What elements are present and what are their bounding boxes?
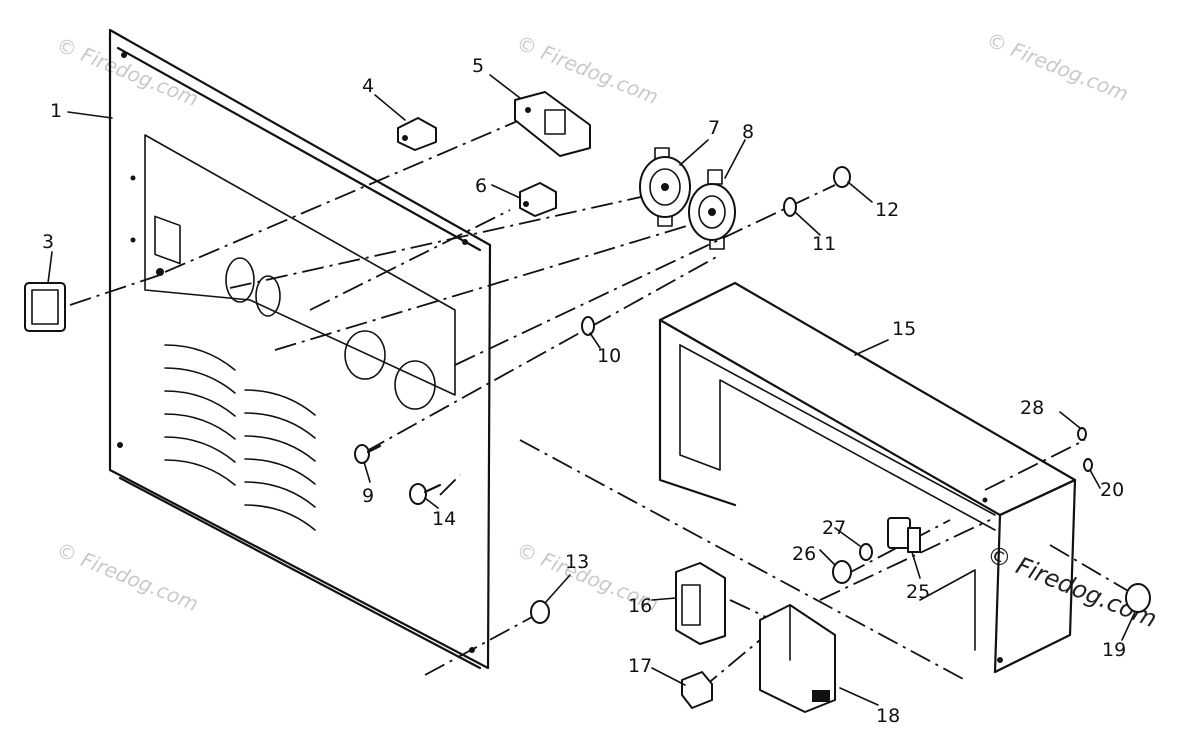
part-label-19: 19 — [1102, 639, 1126, 661]
part-label-10: 10 — [597, 345, 621, 367]
part-label-27: 27 — [822, 517, 846, 539]
part-label-11: 11 — [812, 233, 836, 255]
part-label-16: 16 — [628, 595, 652, 617]
part-27-washer — [859, 543, 873, 561]
housing-box — [658, 281, 1077, 674]
part-16-bracket — [675, 562, 726, 645]
part-label-15: 15 — [892, 318, 916, 340]
part-6-breaker — [519, 182, 557, 217]
part-25-terminal — [887, 517, 921, 553]
assembly-lines — [69, 119, 1136, 691]
part-7-outlet — [639, 147, 691, 227]
part-3-switch — [24, 282, 66, 332]
part-label-28: 28 — [1020, 397, 1044, 419]
part-label-13: 13 — [565, 551, 589, 573]
part-label-9: 9 — [362, 485, 374, 507]
part-label-4: 4 — [362, 75, 374, 97]
part-13-nut — [530, 600, 550, 624]
part-label-7: 7 — [708, 117, 720, 139]
part-17-clip — [681, 671, 713, 709]
part-label-26: 26 — [792, 543, 816, 565]
watermarks: © Firedog.com © Firedog.com © Firedog.co… — [53, 27, 1161, 633]
part-12-nut — [833, 166, 851, 188]
part-9-screw — [354, 444, 382, 464]
part-20-pin — [1083, 458, 1093, 472]
part-5-receptacle — [514, 91, 591, 157]
vent-louvers — [164, 344, 316, 531]
part-4-switch — [397, 117, 437, 151]
part-label-12: 12 — [875, 199, 899, 221]
part-label-6: 6 — [475, 175, 487, 197]
part-11-washer — [783, 197, 797, 217]
part-19-knob — [1125, 583, 1151, 613]
part-28-screw — [1077, 427, 1087, 441]
watermark-bottom-left: © Firedog.com — [53, 537, 202, 616]
part-label-1: 1 — [50, 100, 62, 122]
part-label-5: 5 — [472, 55, 484, 77]
part-14-screw — [409, 483, 442, 505]
leader-lines — [47, 74, 1136, 706]
part-label-18: 18 — [876, 705, 900, 727]
part-10-washer — [581, 316, 595, 336]
front-panel — [108, 28, 492, 670]
part-18-module — [759, 604, 836, 713]
part-label-8: 8 — [742, 121, 754, 143]
part-8-outlet — [688, 169, 736, 250]
watermark-top-right: © Firedog.com — [983, 27, 1132, 106]
part-26-nut — [832, 560, 852, 584]
part-label-3: 3 — [42, 231, 54, 253]
watermark-top-left: © Firedog.com — [53, 32, 202, 111]
part-label-25: 25 — [906, 581, 930, 603]
part-label-14: 14 — [432, 508, 456, 530]
part-label-17: 17 — [628, 655, 652, 677]
part-label-20: 20 — [1100, 479, 1124, 501]
